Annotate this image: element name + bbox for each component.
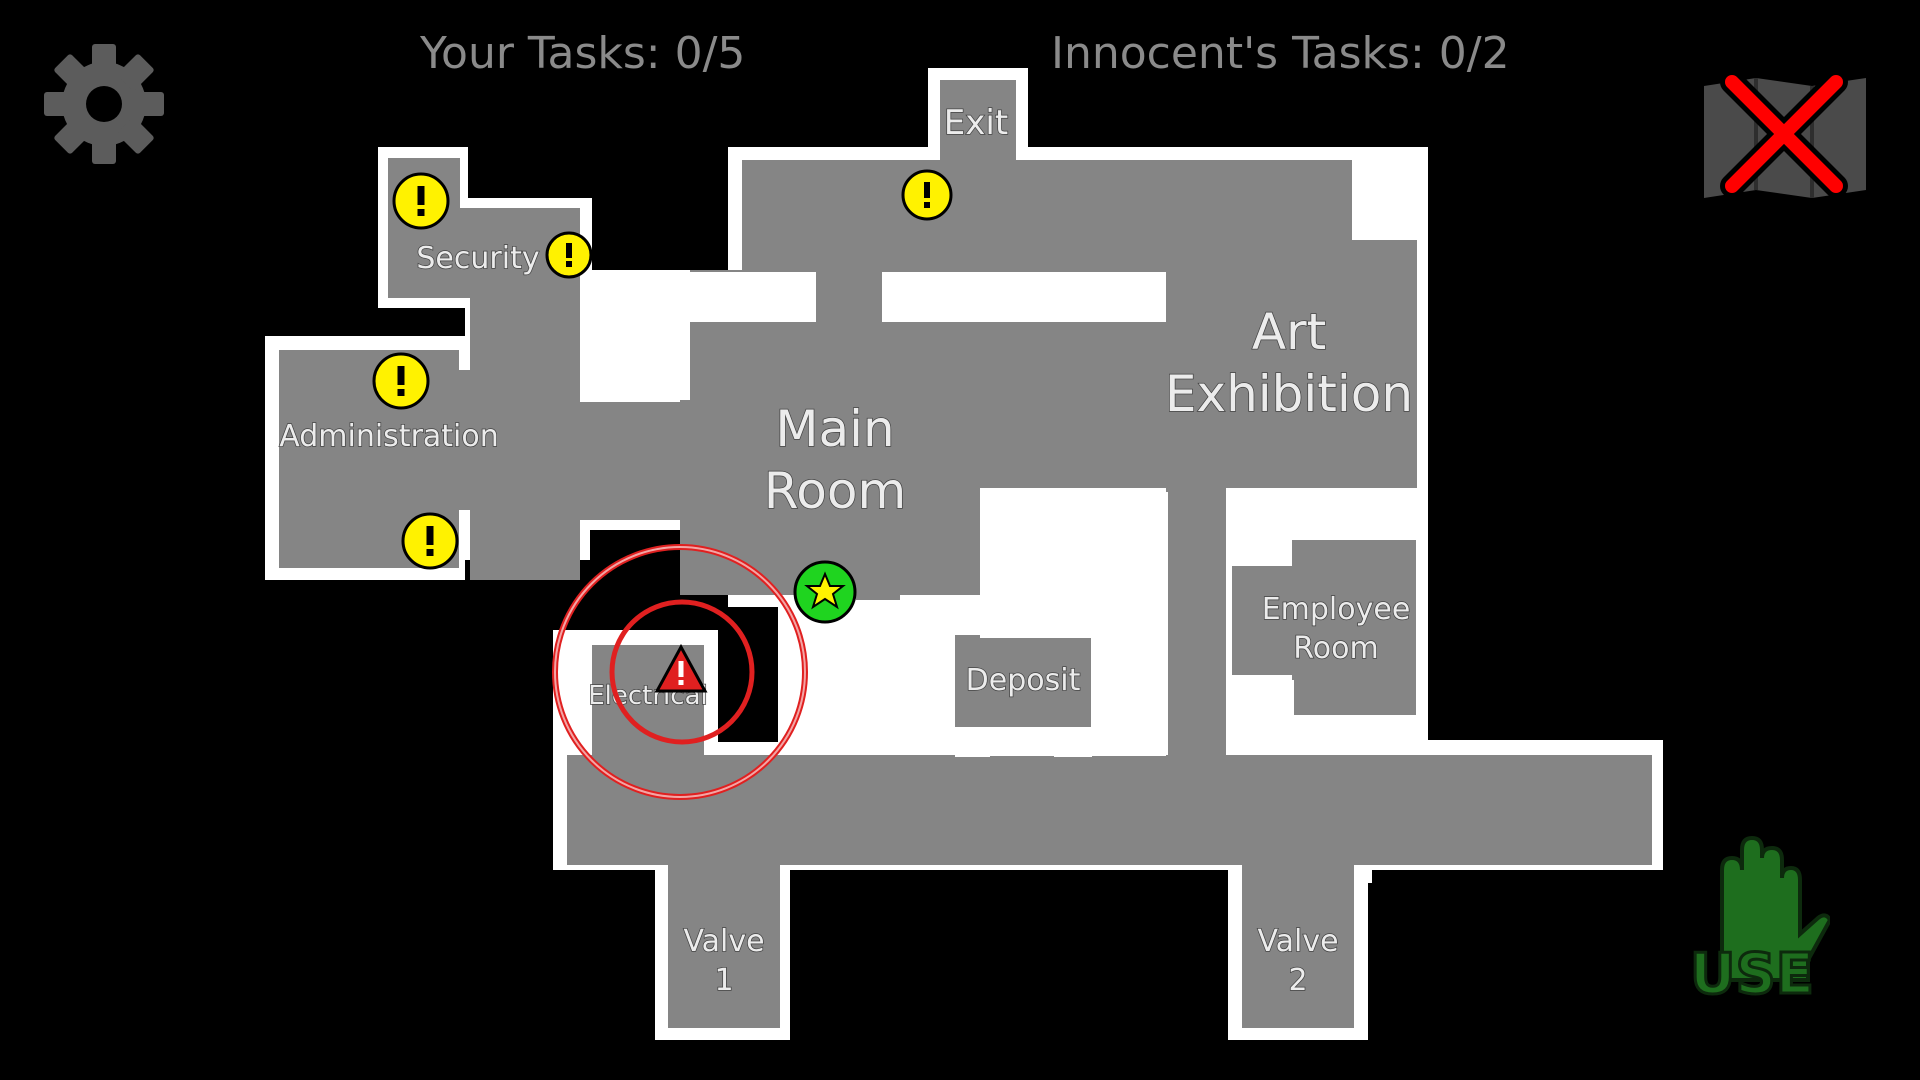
gear-icon: [44, 44, 164, 164]
innocent-tasks-counter: Innocent's Tasks: 0/2: [1051, 28, 1510, 79]
room-label-valve1-2: 1: [714, 963, 733, 998]
electrical-dark-area: [718, 607, 778, 742]
task-marker: [401, 512, 459, 570]
use-label: USE: [1688, 941, 1815, 1009]
task-markers: [372, 169, 953, 570]
room-label-main-1: Main: [775, 400, 894, 458]
room-label-deposit: Deposit: [966, 663, 1081, 698]
room-label-employee-2: Room: [1293, 631, 1378, 666]
task-marker: [901, 169, 953, 221]
your-tasks-counter: Your Tasks: 0/5: [420, 28, 746, 79]
room-label-art-2: Exhibition: [1165, 365, 1413, 423]
wall-islands-2: [855, 488, 1426, 757]
warning-triangle-icon: [654, 643, 708, 693]
task-marker: [392, 172, 450, 230]
room-label-electrical: Electrical: [588, 681, 708, 711]
use-button[interactable]: USE: [1670, 830, 1830, 1010]
floor-patches: [680, 160, 1416, 727]
room-label-valve2-1: Valve: [1257, 924, 1338, 959]
player-star-marker: [793, 560, 857, 624]
settings-button[interactable]: [44, 44, 164, 164]
room-labels: Exit Security Administration Main Room A…: [278, 102, 1413, 999]
sabotage-alert: [552, 544, 808, 800]
room-label-valve1-1: Valve: [683, 924, 764, 959]
room-label-employee-1: Employee: [1262, 592, 1411, 627]
task-marker: [545, 231, 593, 279]
room-label-administration: Administration: [279, 419, 499, 454]
room-label-valve2-2: 2: [1288, 963, 1307, 998]
room-label-exit: Exit: [944, 103, 1008, 143]
room-label-security: Security: [416, 241, 539, 276]
room-label-art-1: Art: [1252, 303, 1326, 361]
room-label-main-2: Room: [764, 462, 906, 520]
close-map-button[interactable]: [1700, 70, 1870, 200]
map-close-icon: [1704, 70, 1866, 198]
task-marker: [372, 352, 430, 410]
hand-icon: [1720, 835, 1830, 982]
